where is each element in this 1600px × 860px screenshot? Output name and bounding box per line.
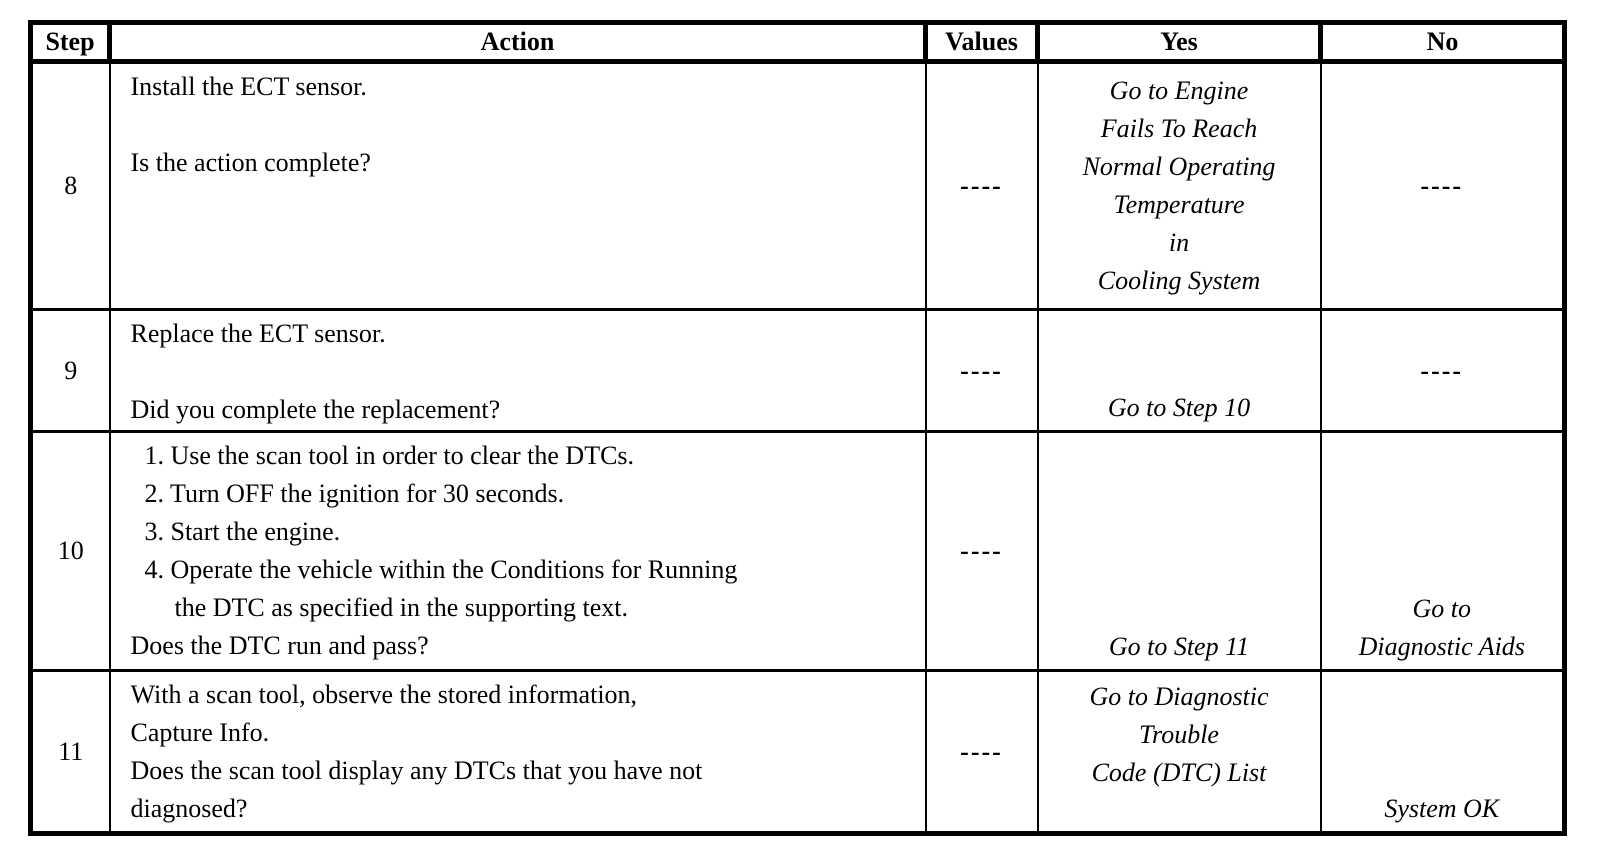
action-cell: With a scan tool, observe the stored inf… (108, 669, 927, 835)
yes-cell: Go to Step 10 (1036, 308, 1322, 433)
yes-goto-line: Go to Diagnostic (1089, 682, 1269, 711)
yes-cell: Go to Step 11 (1036, 430, 1322, 672)
yes-goto-line: Temperature (1113, 190, 1245, 219)
action-line: Capture Info. (130, 718, 270, 747)
action-line: 1. Use the scan tool in order to clear t… (144, 441, 635, 470)
column-header-values: Values (923, 20, 1040, 64)
no-cell: System OK (1319, 669, 1566, 835)
table-row-step-8: 8 Install the ECT sensor. Is the action … (29, 60, 1566, 311)
values-dashes: ---- (960, 536, 1003, 565)
no-dashes: ---- (1420, 171, 1464, 200)
action-cell: Replace the ECT sensor. Did you complete… (108, 308, 927, 433)
action-line: Is the action complete? (130, 148, 371, 177)
action-line: 4. Operate the vehicle within the Condit… (144, 555, 738, 584)
step-cell: 8 (29, 60, 111, 311)
no-cell: ---- (1319, 60, 1566, 311)
step-cell: 10 (29, 430, 111, 672)
yes-goto-line: Go to Engine (1109, 76, 1249, 105)
yes-goto-line: in (1168, 228, 1190, 257)
action-cell: Install the ECT sensor. Is the action co… (108, 60, 927, 311)
action-line: Install the ECT sensor. (130, 72, 367, 101)
yes-goto-line: Fails To Reach (1100, 114, 1258, 143)
values-cell: ---- (924, 308, 1039, 433)
action-line: Did you complete the replacement? (130, 395, 501, 424)
action-line: 3. Start the engine. (144, 517, 341, 546)
header-row: Step Action Values Yes No (28, 20, 1567, 64)
no-cell: ---- (1319, 308, 1566, 433)
action-line: the DTC as specified in the supporting t… (174, 593, 628, 622)
step-cell: 11 (29, 669, 111, 835)
yes-cell: Go to Engine Fails To Reach Normal Opera… (1036, 60, 1322, 311)
no-goto-line: Diagnostic Aids (1358, 632, 1525, 661)
yes-goto-line: Trouble (1139, 720, 1219, 749)
values-cell: ---- (924, 60, 1039, 311)
column-header-step: Step (28, 20, 112, 64)
yes-goto-line: Go to Step 10 (1107, 393, 1251, 422)
values-cell: ---- (924, 430, 1039, 672)
action-line-blank (131, 353, 919, 391)
diagnostic-step-table: Step Action Values Yes No 8 Install the … (28, 20, 1567, 836)
values-dashes: ---- (960, 736, 1003, 766)
column-header-action: Action (107, 20, 928, 64)
yes-goto-line: Code (DTC) List (1091, 758, 1267, 787)
action-line: Does the DTC run and pass? (130, 631, 429, 660)
table-row-step-9: 9 Replace the ECT sensor. Did you comple… (29, 308, 1566, 433)
yes-cell: Go to Diagnostic Trouble Code (DTC) List (1036, 669, 1322, 835)
action-line: 2. Turn OFF the ignition for 30 seconds. (144, 479, 565, 508)
action-line: diagnosed? (130, 794, 248, 823)
action-line: With a scan tool, observe the stored inf… (130, 680, 638, 709)
action-line-blank (131, 106, 919, 144)
no-dashes: ---- (1420, 355, 1464, 385)
action-line: Replace the ECT sensor. (130, 319, 386, 348)
values-dashes: ---- (960, 355, 1003, 385)
values-dashes: ---- (960, 171, 1003, 200)
values-cell: ---- (924, 669, 1039, 835)
no-goto-line: Go to (1412, 594, 1472, 623)
action-line: Does the scan tool display any DTCs that… (130, 756, 703, 785)
table-row-step-11: 11 With a scan tool, observe the stored … (29, 669, 1566, 835)
column-header-no: No (1318, 20, 1567, 64)
yes-goto-line: Cooling System (1097, 266, 1261, 295)
no-cell: Go to Diagnostic Aids (1319, 430, 1566, 672)
yes-goto-line: Normal Operating (1082, 152, 1276, 181)
step-cell: 9 (29, 308, 111, 433)
column-header-yes: Yes (1035, 20, 1323, 64)
table-row-step-10: 10 1. Use the scan tool in order to clea… (29, 430, 1566, 672)
no-goto-line: System OK (1384, 794, 1500, 823)
action-cell: 1. Use the scan tool in order to clear t… (108, 430, 927, 672)
yes-goto-line: Go to Step 11 (1108, 632, 1250, 661)
